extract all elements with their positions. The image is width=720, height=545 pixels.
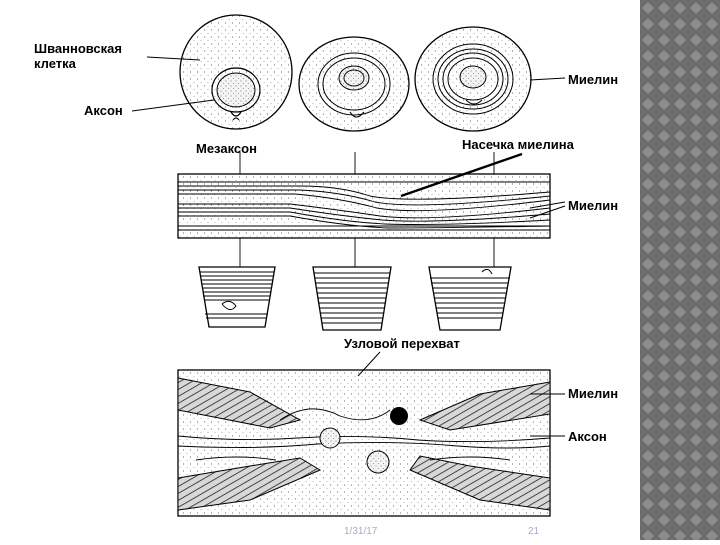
cross-section-2 xyxy=(299,37,409,131)
cone-3 xyxy=(429,267,511,330)
label-myelin-top: Миелин xyxy=(568,72,618,87)
label-schwann-cell: Шванновская клетка xyxy=(34,41,122,71)
diagram-artwork xyxy=(0,0,640,540)
cone-1 xyxy=(199,267,275,327)
label-axon-bottom: Аксон xyxy=(568,429,607,444)
footer-date: 1/31/17 xyxy=(344,526,377,537)
decorative-side-panel xyxy=(640,0,720,540)
cross-section-3 xyxy=(415,27,531,131)
cross-section-1 xyxy=(180,15,292,129)
label-mesaxon: Мезаксон xyxy=(196,141,257,156)
node-section xyxy=(178,352,565,516)
label-myelin-notch: Насечка миелина xyxy=(462,137,574,152)
cone-2 xyxy=(313,267,391,330)
label-myelin-bottom: Миелин xyxy=(568,386,618,401)
myelin-strip xyxy=(178,154,565,238)
label-axon-top: Аксон xyxy=(84,103,123,118)
label-myelin-mid: Миелин xyxy=(568,198,618,213)
footer-page-number: 21 xyxy=(528,526,539,537)
label-node: Узловой перехват xyxy=(344,336,460,351)
